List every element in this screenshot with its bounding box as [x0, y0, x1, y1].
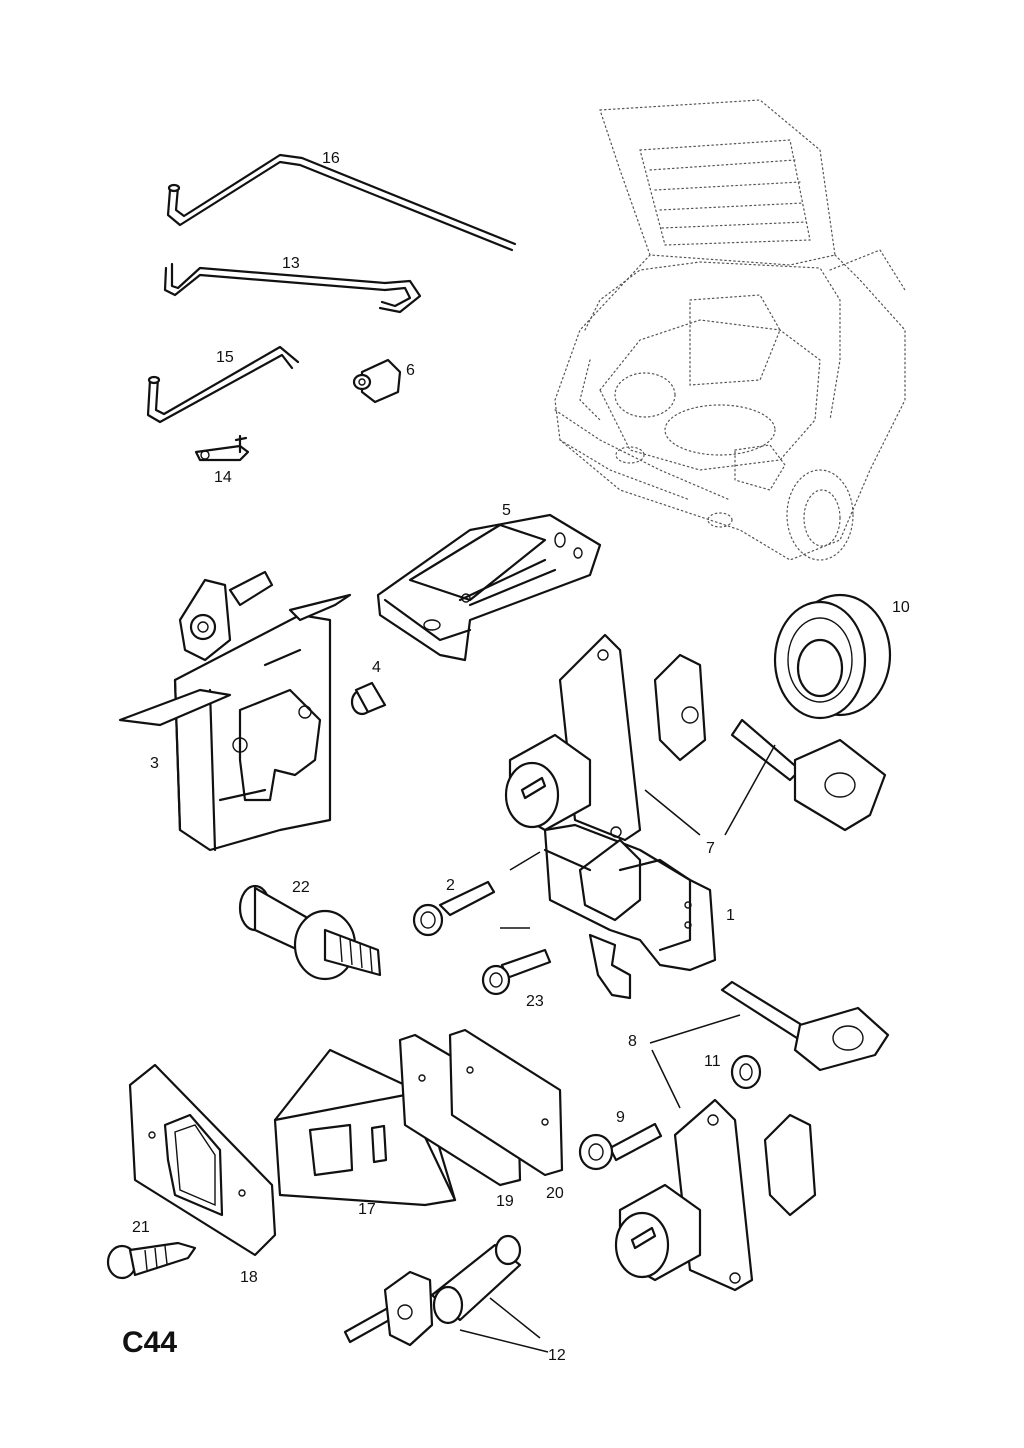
callout-4: 4 — [372, 659, 381, 676]
grommet-10 — [773, 593, 892, 720]
callout-14: 14 — [214, 469, 232, 486]
callout-22: 22 — [292, 879, 310, 896]
callout-13: 13 — [282, 255, 300, 272]
plate-20 — [448, 1028, 564, 1177]
lock-3 — [118, 570, 352, 852]
callout-15: 15 — [216, 349, 234, 366]
callout-18: 18 — [240, 1269, 258, 1286]
plate-18 — [128, 1063, 277, 1257]
callout-11: 11 — [704, 1053, 721, 1070]
bolt-2 — [412, 880, 496, 937]
key-8 — [720, 980, 890, 1072]
callout-3: 3 — [150, 755, 159, 772]
lock-barrel-12 — [343, 1234, 522, 1347]
lock-1 — [543, 823, 717, 1000]
callout-8: 8 — [628, 1033, 637, 1050]
screw-21 — [106, 1241, 197, 1280]
callout-labels: 16 13 15 6 14 5 10 4 3 7 22 2 1 23 8 11 … — [132, 150, 910, 1364]
striker-pin-22 — [238, 884, 382, 981]
callout-2: 2 — [446, 877, 455, 894]
key-7 — [730, 718, 887, 832]
callout-7: 7 — [706, 840, 715, 857]
bracket-5 — [376, 513, 602, 662]
bolt-9 — [578, 1122, 663, 1171]
callout-23: 23 — [526, 993, 544, 1010]
rod-16 — [166, 153, 517, 252]
callout-16: 16 — [322, 150, 340, 167]
rod-13 — [163, 262, 422, 314]
callout-12: 12 — [548, 1347, 566, 1364]
leader-lines — [459, 744, 776, 1353]
lock-cylinder-8 — [614, 1098, 817, 1292]
callout-10: 10 — [892, 599, 910, 616]
callout-21: 21 — [132, 1219, 150, 1236]
callout-5: 5 — [502, 502, 511, 519]
callout-9: 9 — [616, 1109, 625, 1126]
callout-19: 19 — [496, 1193, 514, 1210]
lock-cylinder-7 — [504, 633, 707, 842]
nut-11 — [730, 1054, 762, 1090]
clip-14 — [194, 434, 250, 462]
car-rear-illustration — [554, 99, 906, 561]
callout-20: 20 — [546, 1185, 564, 1202]
bolt-23 — [481, 948, 552, 996]
callout-17: 17 — [358, 1201, 376, 1218]
clip-6 — [352, 358, 402, 404]
callout-6: 6 — [406, 362, 415, 379]
bolt-4 — [350, 681, 387, 716]
callout-1: 1 — [726, 907, 735, 924]
rod-15 — [146, 345, 300, 424]
sheet-code: C44 — [122, 1326, 177, 1359]
